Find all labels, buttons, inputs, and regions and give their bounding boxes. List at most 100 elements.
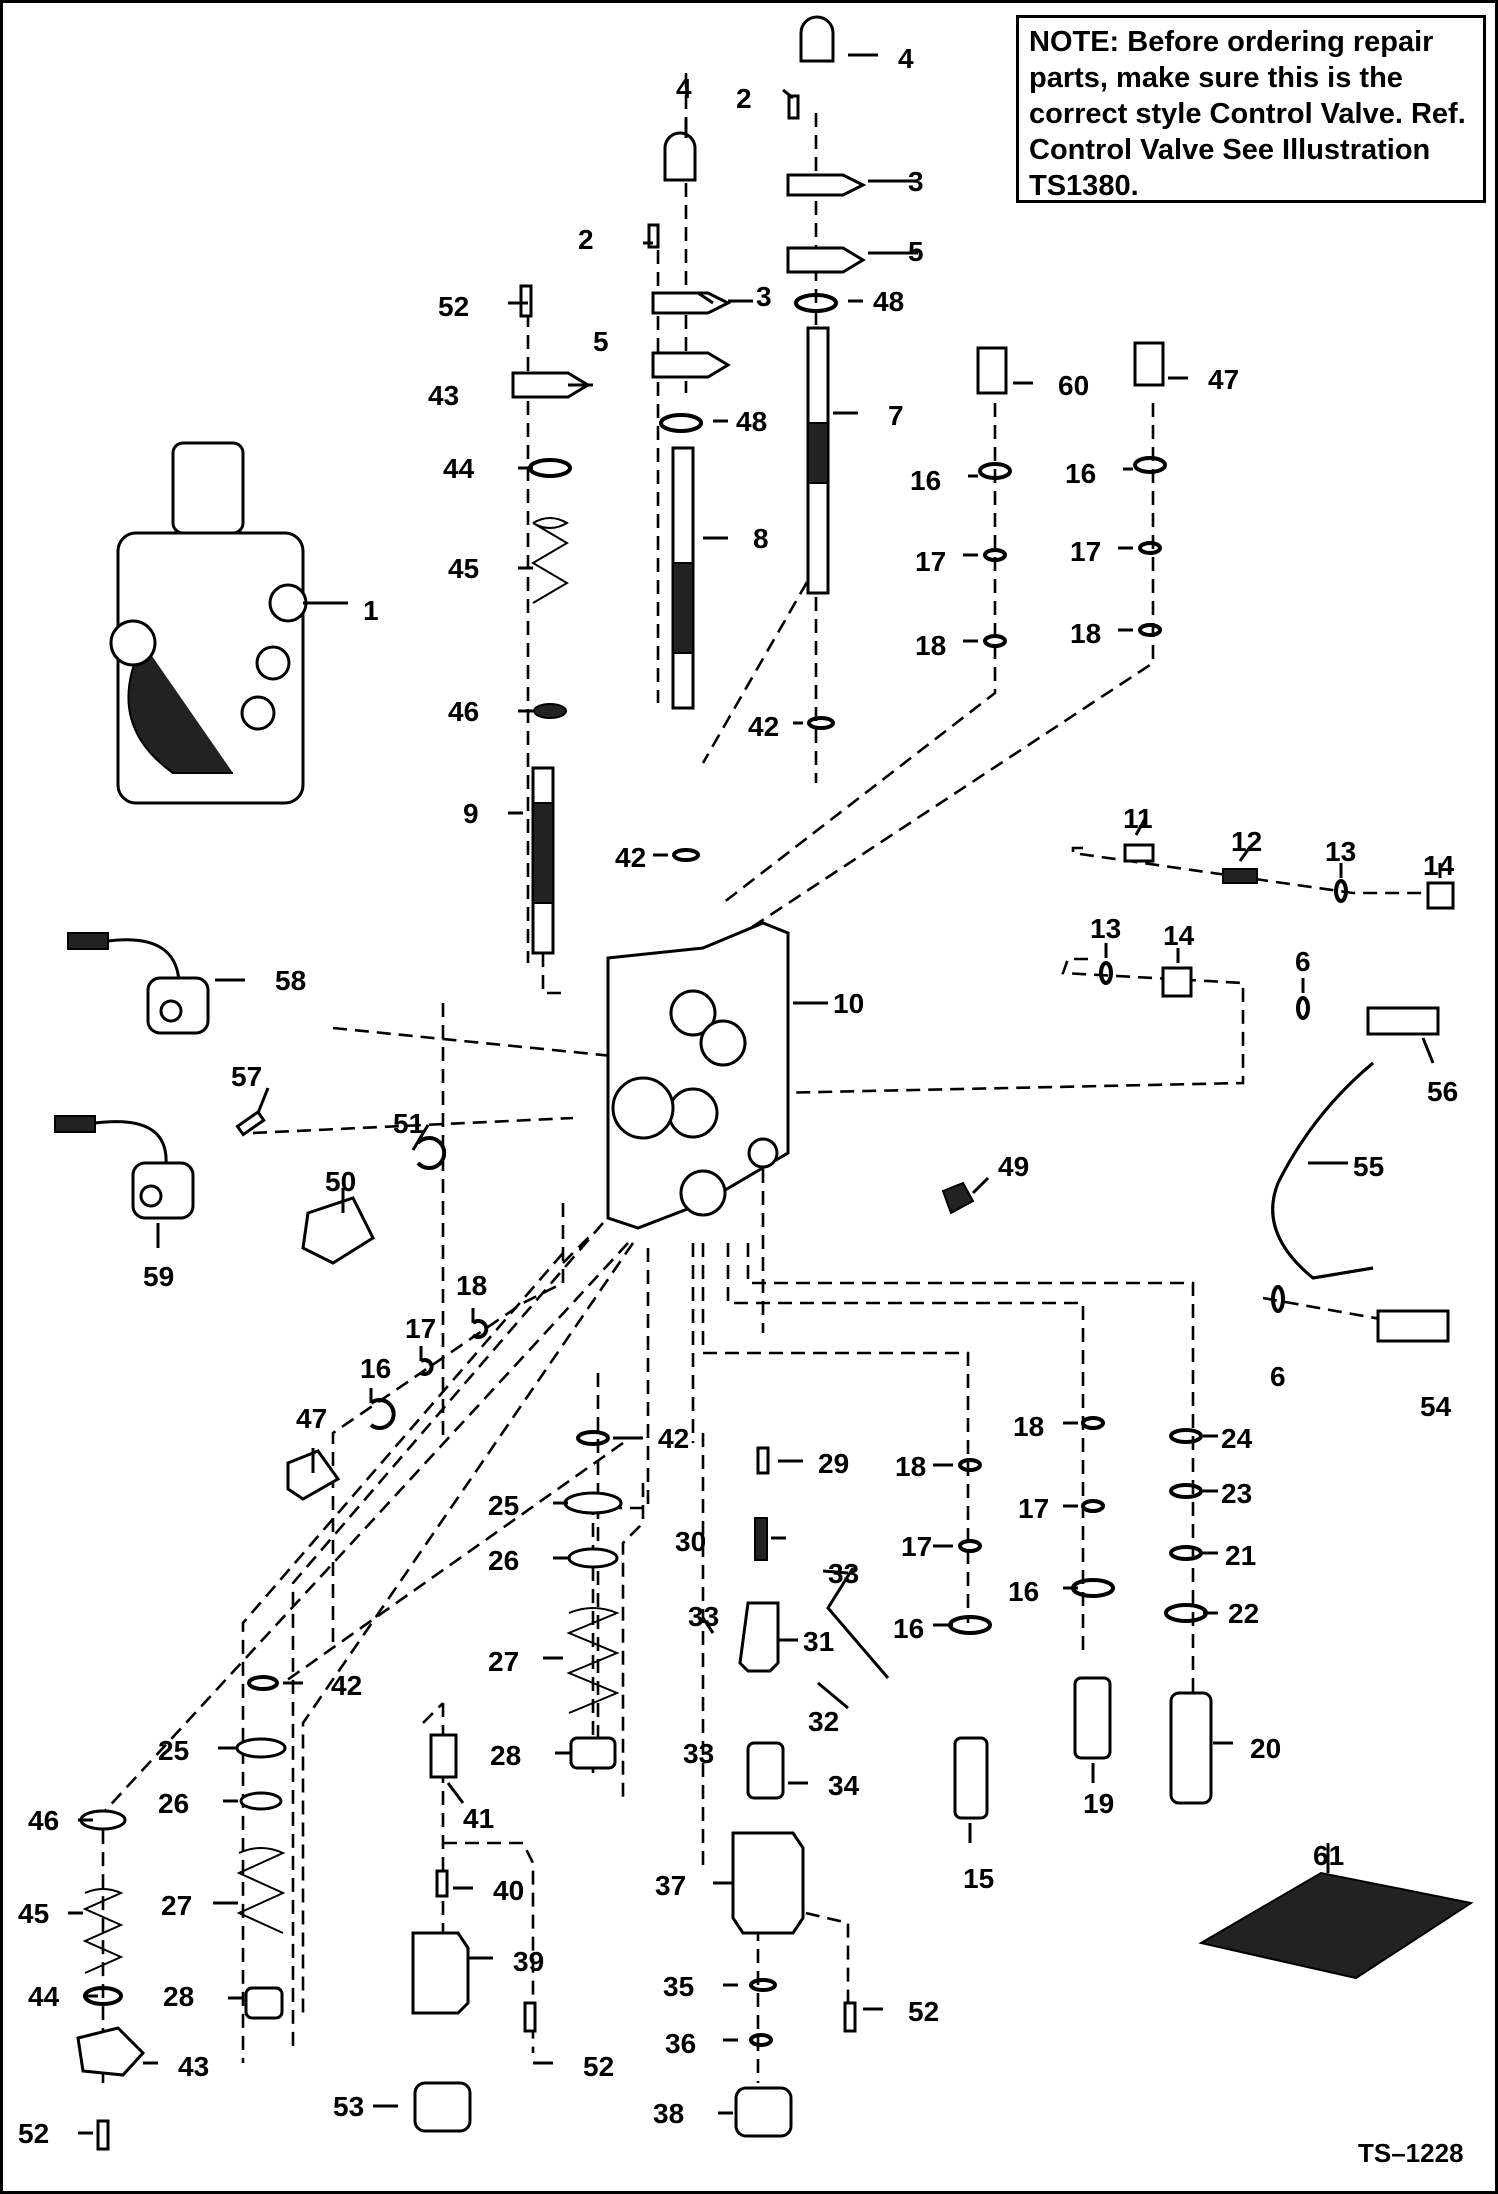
callout-c-11: 11 xyxy=(1123,803,1153,834)
relief-15 xyxy=(953,1736,989,1820)
callout-c-60: 60 xyxy=(1058,370,1089,401)
callout-c-3b: 3 xyxy=(756,281,772,312)
callout-c-47a: 47 xyxy=(1208,364,1239,395)
callout-c-15: 15 xyxy=(963,1863,994,1894)
callout-c-18a: 18 xyxy=(915,630,946,661)
callout-c-41: 41 xyxy=(463,1803,494,1834)
spring-49 xyxy=(941,1181,975,1215)
callout-c-28a: 28 xyxy=(490,1740,521,1771)
callout-c-27a: 27 xyxy=(488,1646,519,1677)
callout-c-29: 29 xyxy=(818,1448,849,1479)
callout-c-4b: 4 xyxy=(676,73,692,104)
callout-c-40: 40 xyxy=(493,1875,524,1906)
callout-c-12: 12 xyxy=(1231,826,1262,857)
plug-50 xyxy=(301,1196,375,1265)
callout-c-45b: 45 xyxy=(18,1898,49,1929)
callout-c-1: 1 xyxy=(363,595,379,626)
part-37 xyxy=(731,1831,805,1935)
callout-c-18d: 18 xyxy=(895,1451,926,1482)
callout-c-17c: 17 xyxy=(405,1313,436,1344)
callout-c-17e: 17 xyxy=(1018,1493,1049,1524)
callout-c-17d: 17 xyxy=(901,1531,932,1562)
callout-c-42a: 42 xyxy=(748,711,779,742)
callout-c-42d: 42 xyxy=(331,1670,362,1701)
callout-c-49: 49 xyxy=(998,1151,1029,1182)
callout-c-4a: 4 xyxy=(898,43,914,74)
fitting-54 xyxy=(1376,1309,1450,1343)
callout-c-16a: 16 xyxy=(910,465,941,496)
plug-14a xyxy=(1426,881,1455,910)
callout-c-43b: 43 xyxy=(178,2051,209,2082)
spring-12 xyxy=(1222,868,1258,884)
callout-c-13a: 13 xyxy=(1325,836,1356,867)
callout-c-56: 56 xyxy=(1427,1076,1458,1107)
callout-c-26a: 26 xyxy=(488,1545,519,1576)
callout-c-19: 19 xyxy=(1083,1788,1114,1819)
callout-c-13b: 13 xyxy=(1090,913,1121,944)
callout-c-33b: 33 xyxy=(688,1601,719,1632)
part-34 xyxy=(746,1741,785,1800)
callout-c-5b: 5 xyxy=(593,326,609,357)
callout-c-26b: 26 xyxy=(158,1788,189,1819)
callout-c-16d: 16 xyxy=(1008,1576,1039,1607)
callout-c-28b: 28 xyxy=(163,1981,194,2012)
callout-c-46a: 46 xyxy=(448,696,479,727)
part-11 xyxy=(1123,843,1155,863)
plate-5b xyxy=(651,351,731,379)
callout-c-39: 39 xyxy=(513,1946,544,1977)
valve-assembly-1 xyxy=(109,441,308,805)
plate-43b xyxy=(76,2026,146,2077)
callout-c-24: 24 xyxy=(1221,1423,1253,1454)
callout-c-17a: 17 xyxy=(915,546,946,577)
cap-38 xyxy=(734,2086,793,2138)
cap-top-right xyxy=(799,15,835,63)
callout-c-52c: 52 xyxy=(583,2051,614,2082)
callout-c-16b: 16 xyxy=(1065,458,1096,489)
callout-c-44b: 44 xyxy=(28,1981,60,2012)
kit-61 xyxy=(1198,1871,1474,1980)
plug-60 xyxy=(976,346,1008,395)
callout-c-14a: 14 xyxy=(1423,850,1455,881)
callout-c-52b: 52 xyxy=(908,1996,939,2027)
callout-c-38: 38 xyxy=(653,2098,684,2129)
callout-c-55: 55 xyxy=(1353,1151,1384,1182)
callout-c-22: 22 xyxy=(1228,1598,1259,1629)
callout-c-8: 8 xyxy=(753,523,769,554)
callout-c-35: 35 xyxy=(663,1971,694,2002)
callout-c-18b: 18 xyxy=(1070,618,1101,649)
figure-id: TS–1228 xyxy=(1358,2138,1464,2168)
callout-c-53: 53 xyxy=(333,2091,364,2122)
ring-51 xyxy=(416,1136,447,1170)
callout-labels: 4 4 2 2 3 3 5 5 48 48 52 43 7 60 47 44 8… xyxy=(18,43,1458,2149)
part-31 xyxy=(738,1601,780,1673)
callout-c-54: 54 xyxy=(1420,1391,1452,1422)
solenoid-59 xyxy=(54,1115,195,1220)
callout-c-14b: 14 xyxy=(1163,920,1195,951)
callout-c-3a: 3 xyxy=(908,166,924,197)
callout-c-33a: 33 xyxy=(828,1558,859,1589)
plug-14b xyxy=(1161,966,1193,998)
callout-c-34: 34 xyxy=(828,1770,860,1801)
callout-c-44a: 44 xyxy=(443,453,475,484)
callout-c-10: 10 xyxy=(833,988,864,1019)
solenoid-58 xyxy=(67,932,210,1035)
part-shapes xyxy=(54,15,1474,2151)
cap-top-left xyxy=(663,131,697,182)
pin-57 xyxy=(235,1109,266,1137)
callout-c-59: 59 xyxy=(143,1261,174,1292)
callout-c-2b: 2 xyxy=(578,224,594,255)
callout-c-36: 36 xyxy=(665,2028,696,2059)
callout-c-47b: 47 xyxy=(296,1403,327,1434)
callout-c-48b: 48 xyxy=(736,406,767,437)
callout-c-18e: 18 xyxy=(1013,1411,1044,1442)
callout-c-20: 20 xyxy=(1250,1733,1281,1764)
callout-c-42b: 42 xyxy=(615,842,646,873)
callout-c-7: 7 xyxy=(888,400,904,431)
callout-c-52d: 52 xyxy=(18,2118,49,2149)
ordering-note-text: NOTE: Before ordering repair parts, make… xyxy=(1029,26,1466,202)
callout-c-33c: 33 xyxy=(683,1738,714,1769)
callout-c-25a: 25 xyxy=(488,1490,519,1521)
callout-c-16c: 16 xyxy=(360,1353,391,1384)
callout-c-37: 37 xyxy=(655,1870,686,1901)
screw-2a xyxy=(787,94,800,120)
